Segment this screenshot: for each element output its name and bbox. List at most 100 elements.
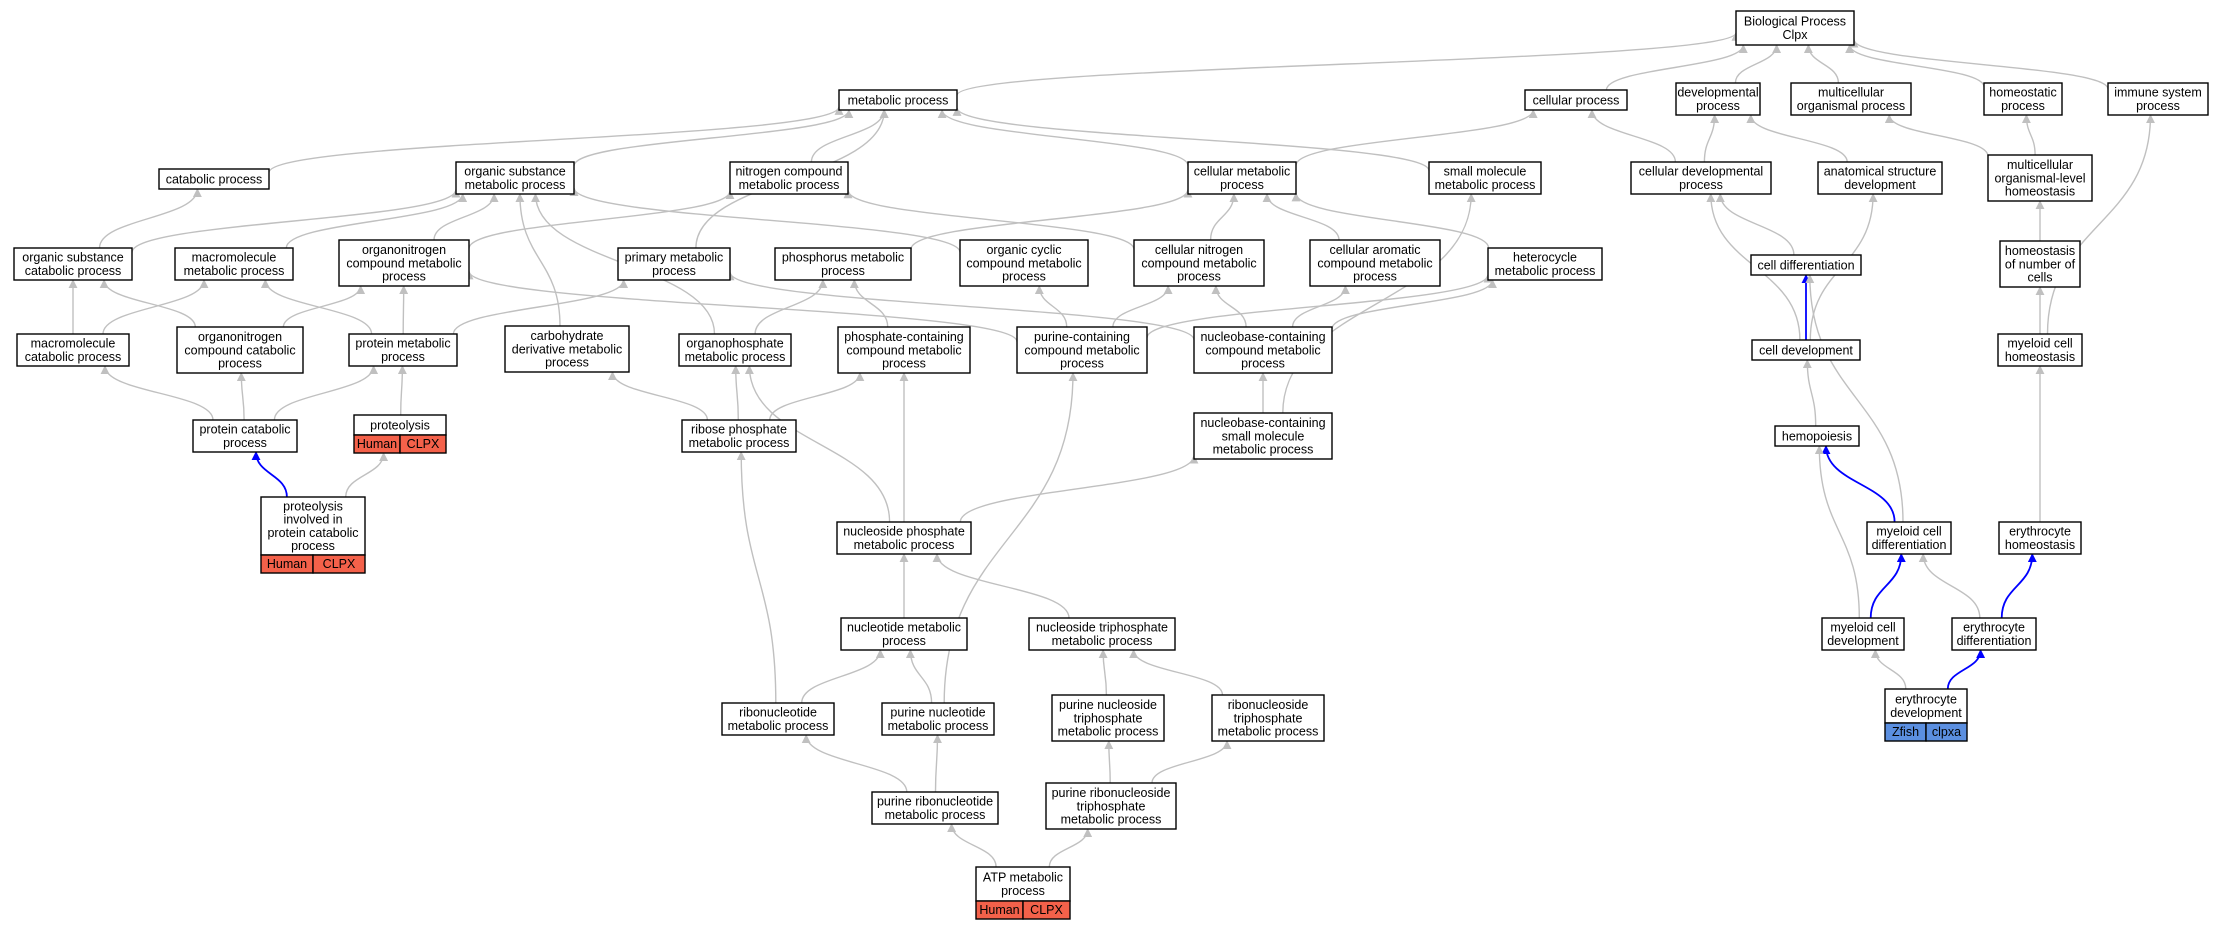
node-catabolic-process[interactable]: catabolic process <box>158 168 270 190</box>
node-box <box>838 89 958 111</box>
node-box <box>959 239 1089 287</box>
node-label-line: process <box>291 539 335 553</box>
node-box <box>16 333 130 367</box>
node-label-line: nucleobase-containing <box>1200 330 1325 344</box>
node-label-line: ribonucleotide <box>739 706 817 720</box>
node-label-line: purine nucleotide <box>890 706 985 720</box>
edge-myeloid-cell-development-to-myeloid-cell-differentiation <box>1869 553 1906 619</box>
node-cell-differentiation[interactable]: cell differentiation <box>1750 254 1862 276</box>
node-label-line: process <box>223 436 267 450</box>
node-label-line: cells <box>2027 271 2052 285</box>
node-label-line: organic cyclic <box>986 243 1061 257</box>
node-box <box>1051 694 1165 742</box>
node-label-line: process <box>2001 99 2045 113</box>
node-label-line: metabolic process <box>854 538 955 552</box>
node-label-line: process <box>1696 99 1740 113</box>
node-box <box>678 333 792 367</box>
edge-nucleoside-phosphate-metabolic-process-to-organophosphate-metabolic-process <box>744 365 891 523</box>
node-metabolic-process[interactable]: metabolic process <box>838 89 958 111</box>
species-label: Human <box>357 437 397 451</box>
node-label-line: metabolic process <box>885 808 986 822</box>
node-purine-ribonucleoside-triphosphate-metabolic-process[interactable]: purine ribonucleosidetriphosphatemetabol… <box>1045 782 1177 830</box>
node-cellular-process[interactable]: cellular process <box>1524 89 1628 111</box>
node-label-line: purine ribonucleotide <box>877 795 993 809</box>
node-label-line: process <box>882 357 926 371</box>
node-label-line: metabolic process <box>465 178 566 192</box>
node-box <box>1630 161 1772 195</box>
node-label-line: triphosphate <box>1074 711 1143 725</box>
node-label-line: development <box>1890 706 1962 720</box>
node-cell-development[interactable]: cell development <box>1751 339 1861 361</box>
edge-purine-containing-compound-metabolic-process-to-organic-cyclic-compound-metabolic-process <box>1034 285 1068 328</box>
edge-protein-catabolic-process-to-macromolecule-catabolic-process <box>100 365 214 421</box>
node-box <box>338 239 470 287</box>
node-label-line: myeloid cell <box>1876 525 1941 539</box>
node-label-line: cell differentiation <box>1757 258 1854 272</box>
edge-erythrocyte-differentiation-to-erythrocyte-homeostasis <box>2000 553 2037 619</box>
gene-label: clpxa <box>1932 725 1961 739</box>
edge-nucleobase-containing-compound-metabolic-process-to-primary-metabolic-process <box>725 271 1195 341</box>
node-label-line: carbohydrate <box>531 329 604 343</box>
node-label-line: primary metabolic <box>625 251 724 265</box>
node-label-line: process <box>1679 178 1723 192</box>
edge-protein-metabolic-process-to-organonitrogen-compound-metabolic-process <box>399 285 409 335</box>
gene-badge <box>1022 900 1071 920</box>
edge-proteolysis-to-protein-metabolic-process <box>397 365 407 416</box>
node-box <box>1016 326 1148 374</box>
node-label-line: metabolic process <box>685 350 786 364</box>
node-label-line: compound catabolic <box>184 343 295 357</box>
node-hemopoiesis[interactable]: hemopoiesis <box>1774 425 1860 447</box>
node-label-line: process <box>652 264 696 278</box>
